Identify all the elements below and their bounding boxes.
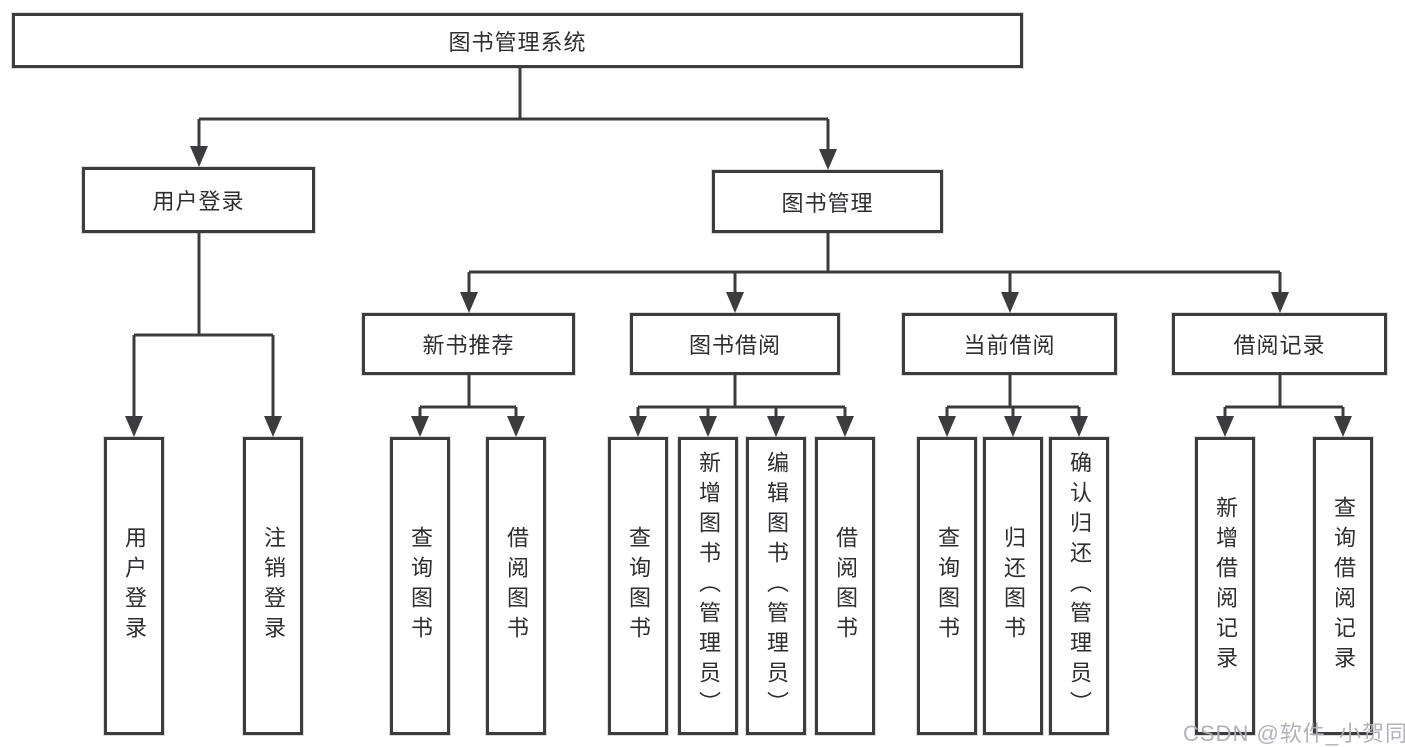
leaf-bb-edit-books-admin: 编辑图书（管理员） xyxy=(746,437,806,735)
leaf-nbr-query-books: 查询图书 xyxy=(390,437,450,735)
leaf-br-query-borrow-record-label: 查询借阅记录 xyxy=(1331,496,1356,676)
node-user-login: 用户登录 xyxy=(82,167,315,233)
node-current-borrowing: 当前借阅 xyxy=(902,313,1117,375)
leaf-br-query-borrow-record: 查询借阅记录 xyxy=(1313,437,1373,735)
csdn-watermark: CSDN @软件_小贺同学 xyxy=(1183,721,1405,746)
leaf-cb-return-books-label: 归还图书 xyxy=(1001,526,1026,646)
leaf-bb-query-books-label: 查询图书 xyxy=(626,526,651,646)
leaf-nbr-borrow-books: 借阅图书 xyxy=(486,437,546,735)
leaf-cb-confirm-return-admin: 确认归还（管理员） xyxy=(1049,437,1109,735)
leaf-user-login-label: 用户登录 xyxy=(122,526,147,646)
leaf-bb-edit-books-admin-label: 编辑图书（管理员） xyxy=(764,451,789,721)
node-new-book-recommend: 新书推荐 xyxy=(362,313,575,375)
leaf-logout-label: 注销登录 xyxy=(261,526,286,646)
node-book-borrowing-label: 图书借阅 xyxy=(688,333,781,358)
leaf-bb-borrow-books-label: 借阅图书 xyxy=(833,526,858,646)
leaf-user-login: 用户登录 xyxy=(104,437,164,735)
leaf-bb-add-books-admin-label: 新增图书（管理员） xyxy=(696,451,721,721)
node-book-management: 图书管理 xyxy=(712,170,943,233)
leaf-cb-confirm-return-admin-label: 确认归还（管理员） xyxy=(1067,451,1092,721)
leaf-bb-query-books: 查询图书 xyxy=(608,437,668,735)
node-root-label: 图书管理系统 xyxy=(448,29,587,55)
node-current-borrowing-label: 当前借阅 xyxy=(963,333,1056,358)
node-borrowing-records-label: 借阅记录 xyxy=(1233,333,1326,358)
leaf-br-add-borrow-record: 新增借阅记录 xyxy=(1195,437,1255,735)
leaf-cb-query-books-label: 查询图书 xyxy=(935,526,960,646)
node-new-book-recommend-label: 新书推荐 xyxy=(422,333,515,358)
node-borrowing-records: 借阅记录 xyxy=(1172,313,1387,375)
node-user-login-label: 用户登录 xyxy=(152,189,245,214)
leaf-nbr-borrow-books-label: 借阅图书 xyxy=(504,526,529,646)
leaf-bb-add-books-admin: 新增图书（管理员） xyxy=(678,437,738,735)
node-book-management-label: 图书管理 xyxy=(781,190,874,216)
leaf-bb-borrow-books: 借阅图书 xyxy=(815,437,875,735)
leaf-cb-query-books: 查询图书 xyxy=(917,437,977,735)
node-root-system: 图书管理系统 xyxy=(12,13,1023,68)
leaf-br-add-borrow-record-label: 新增借阅记录 xyxy=(1213,496,1238,676)
leaf-logout: 注销登录 xyxy=(243,437,303,735)
leaf-nbr-query-books-label: 查询图书 xyxy=(408,526,433,646)
leaf-cb-return-books: 归还图书 xyxy=(983,437,1043,735)
node-book-borrowing: 图书借阅 xyxy=(630,313,840,375)
